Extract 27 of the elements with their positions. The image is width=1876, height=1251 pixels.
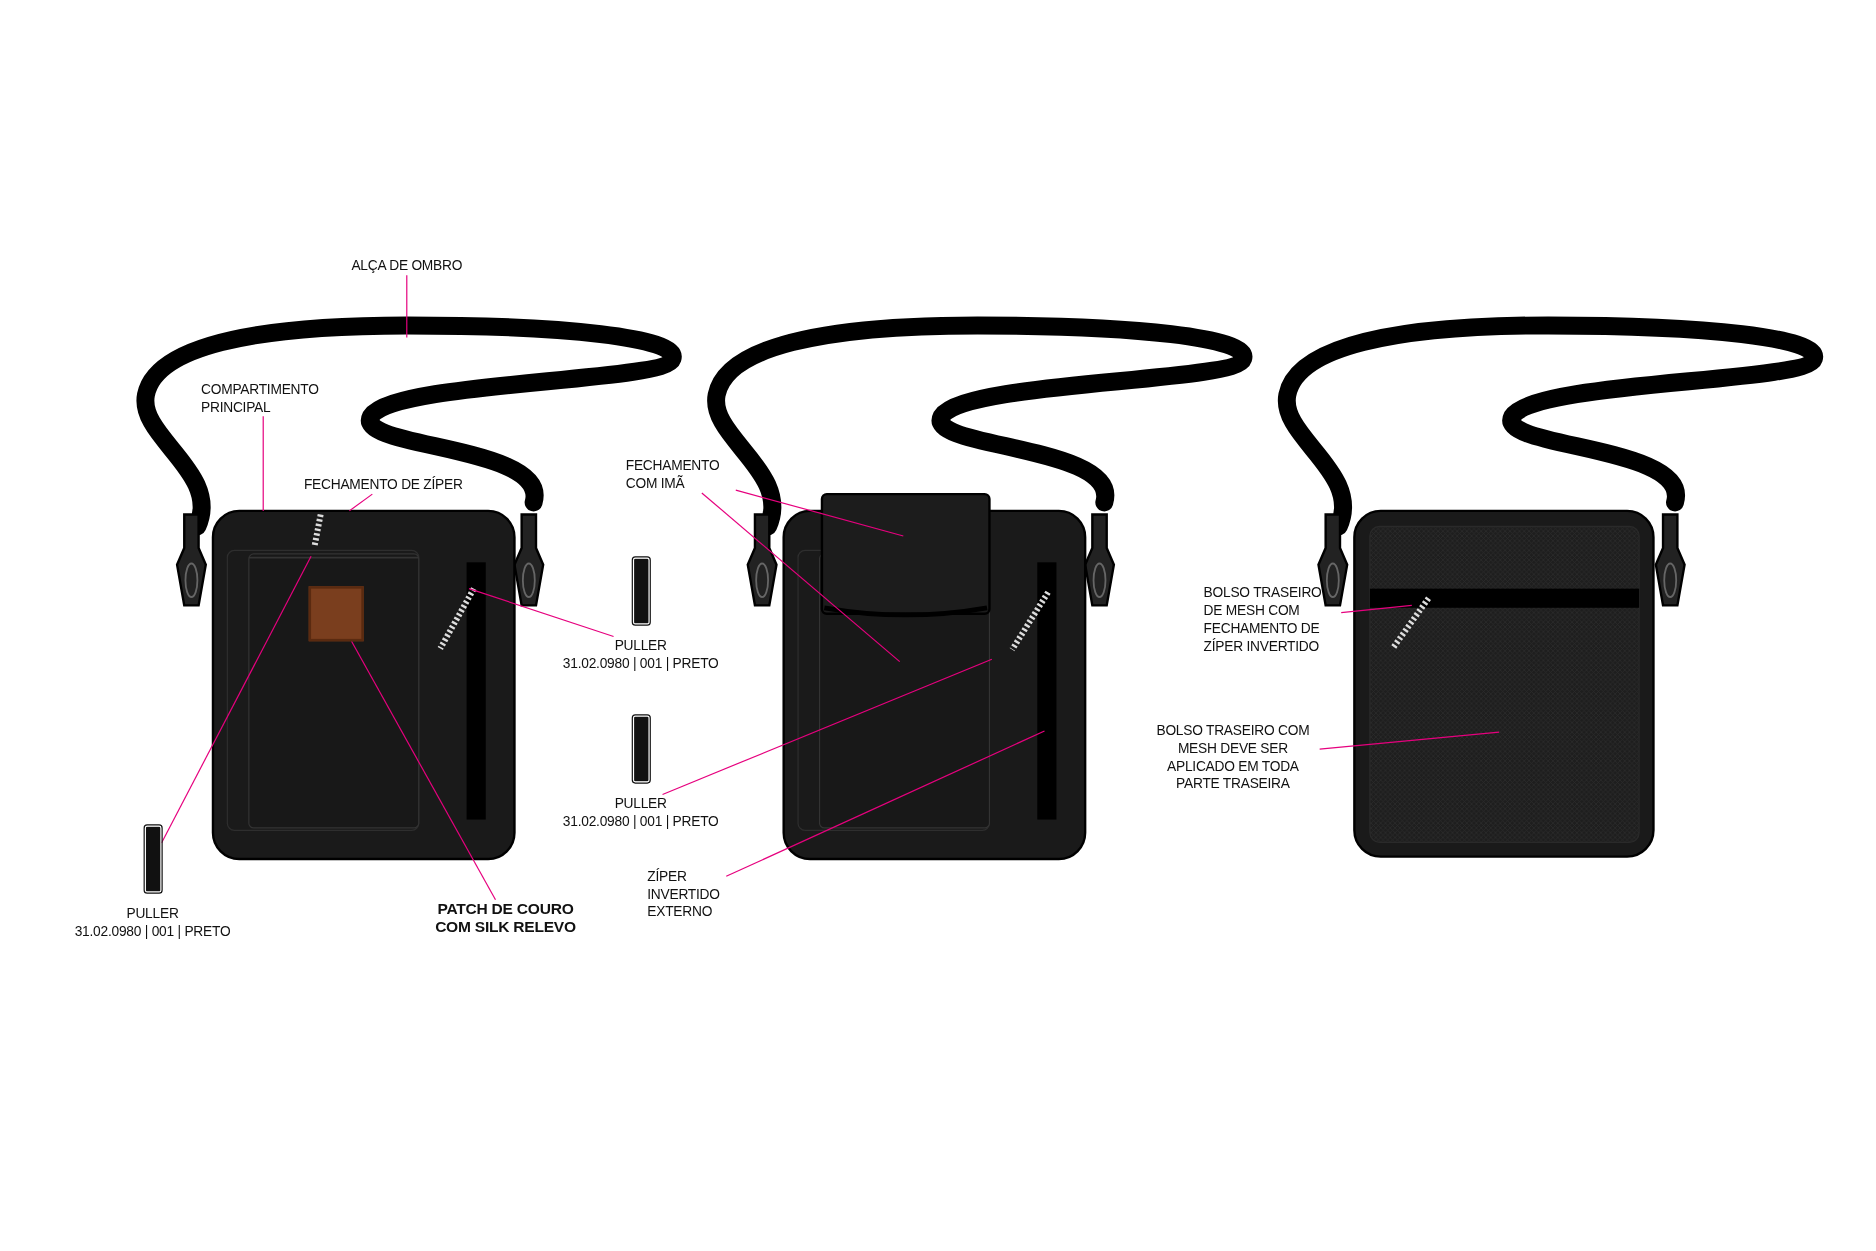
callout-label: PATCH DE COURO COM SILK RELEVO [434, 899, 577, 936]
leader-line [348, 493, 373, 512]
material-code: 31.02.0980 | 001 | PRETO [561, 812, 720, 831]
callout-label: PULLER [125, 904, 180, 923]
leader-line [160, 555, 312, 844]
leader-line [701, 492, 901, 663]
leader-line [1340, 604, 1413, 614]
leader-line [725, 730, 1046, 877]
leader-line [468, 588, 615, 638]
callout-label: FECHAMENTO DE ZÍPER [303, 476, 464, 494]
callout-label: ALÇA DE OMBRO [350, 257, 464, 275]
callout-label: PULLER [613, 636, 668, 655]
leader-line [1319, 731, 1500, 750]
callout-label: FECHAMENTO COM IMÃ [625, 457, 721, 493]
callout-label: ZÍPER INVERTIDO EXTERNO [647, 867, 721, 921]
material-code: 31.02.0980 | 001 | PRETO [561, 654, 720, 673]
callout-label: COMPARTIMENTO PRINCIPAL [201, 380, 320, 416]
leader-line [735, 489, 904, 537]
leader-line [406, 274, 408, 338]
callout-label: BOLSO TRASEIRO DE MESH COM FECHAMENTO DE ZÍPER INVERTIDO [1203, 584, 1323, 656]
material-code: 31.02.0980 | 001 | PRETO [73, 922, 232, 941]
leader-line [350, 640, 497, 901]
leader-line [661, 658, 993, 796]
leather-patch [308, 586, 364, 642]
callout-label: PULLER [613, 794, 668, 812]
callout-label: BOLSO TRASEIRO COM MESH DEVE SER APLICADO EM TODA PARTE TRASEIRA [1155, 721, 1311, 793]
leader-line [262, 415, 264, 512]
